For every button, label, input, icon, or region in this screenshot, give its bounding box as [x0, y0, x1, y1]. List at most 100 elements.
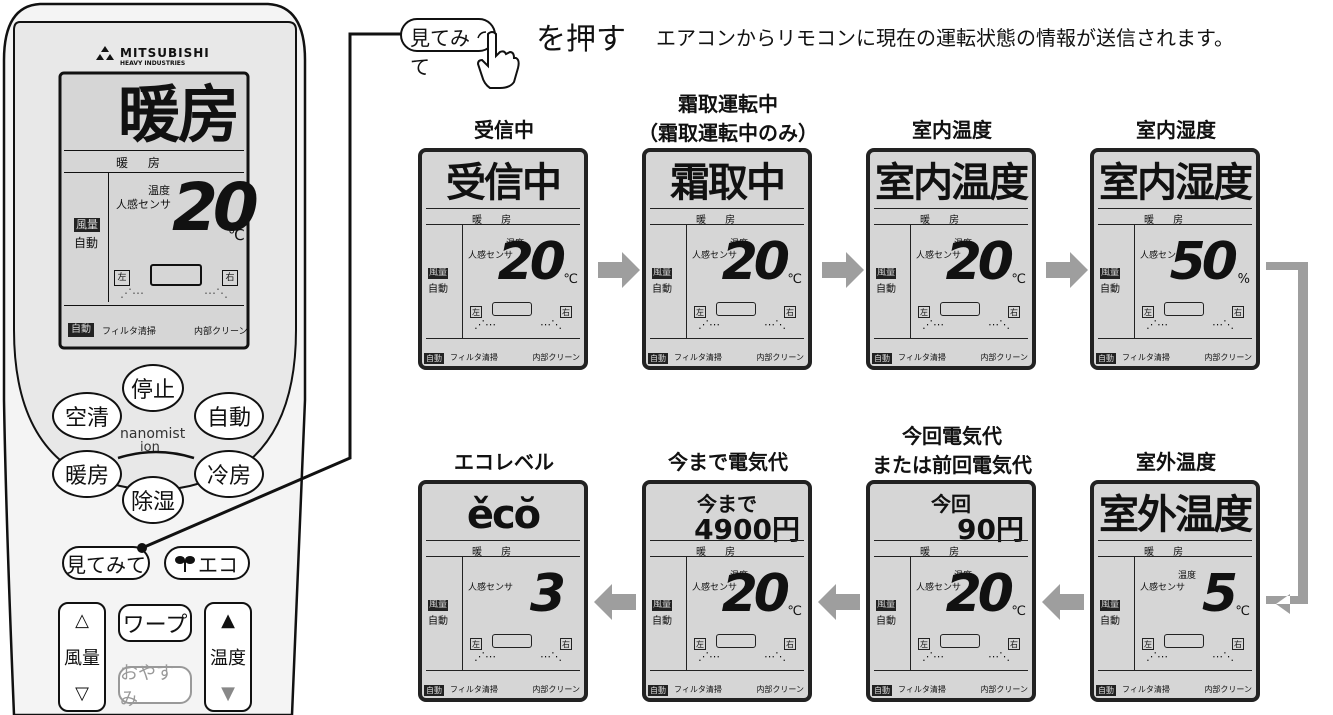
panel-right: 右 — [560, 306, 572, 318]
air-clean-button[interactable]: 空清 — [52, 392, 122, 440]
panel-filter: フィルタ清掃 — [674, 353, 722, 362]
remote-display-mode-big: 暖房 — [117, 78, 240, 151]
panel-left: 左 — [918, 638, 930, 650]
panel-divider — [426, 338, 580, 339]
dry-button[interactable]: 除湿 — [122, 476, 184, 524]
panel-fan-mode: 自動 — [876, 616, 896, 627]
panel-divider — [426, 208, 580, 209]
panel-vline — [686, 556, 687, 671]
panel-clean: 内部クリーン — [1204, 685, 1252, 694]
fan-label: 風量 — [64, 648, 100, 669]
panel-clean: 内部クリーン — [532, 685, 580, 694]
panel-clean: 内部クリーン — [756, 353, 804, 362]
panel-vline — [1134, 224, 1135, 339]
auto-button[interactable]: 自動 — [194, 392, 264, 440]
panel-divider — [1098, 556, 1252, 557]
panel-value: 20 — [721, 232, 790, 292]
panel-fan: 風量 — [876, 600, 896, 611]
airflow-left-icon: ⋰⋯ — [698, 650, 720, 663]
remote-display-divider-3 — [64, 305, 244, 306]
temp-button[interactable]: ▲ 温度 ▼ — [204, 602, 252, 712]
panel-mode: 暖 房 — [696, 215, 744, 226]
panel-clean: 内部クリーン — [1204, 353, 1252, 362]
panel-mode: 暖 房 — [472, 215, 520, 226]
arrow-left-1 — [1042, 584, 1084, 620]
panel-auto: 自動 — [424, 353, 444, 364]
airflow-left-icon: ⋰⋯ — [698, 318, 720, 331]
panel-fan: 風量 — [428, 268, 448, 279]
panel-auto: 自動 — [424, 685, 444, 696]
panel-clean: 内部クリーン — [980, 353, 1028, 362]
sleep-button[interactable]: おやすみ — [118, 663, 192, 710]
panel-divider — [650, 670, 804, 671]
fan-up-icon: △ — [75, 610, 89, 631]
warp-button[interactable]: ワープ — [118, 604, 192, 642]
panel-sensor: 人感センサ — [916, 251, 962, 261]
panel-right: 右 — [784, 638, 796, 650]
cool-button[interactable]: 冷房 — [194, 450, 264, 498]
airflow-right-icon: ⋯⋱ — [988, 650, 1010, 663]
arrow-left-3 — [594, 584, 636, 620]
panel-mode: 暖 房 — [1144, 547, 1192, 558]
panel-fan-mode: 自動 — [652, 284, 672, 295]
panel-title: 今回電気代または前回電気代 — [852, 420, 1052, 478]
panel-clean: 内部クリーン — [756, 685, 804, 694]
panel-title-line1: 今回電気代 — [902, 424, 1002, 448]
panel-flap — [1164, 634, 1204, 648]
panel-fan: 風量 — [876, 268, 896, 279]
panel-value: 20 — [945, 232, 1014, 292]
panel-title-line1: 室内湿度 — [1136, 118, 1216, 142]
mitemite-button[interactable]: 見てみて — [62, 546, 150, 580]
panel-divider — [426, 224, 580, 225]
eco-button[interactable]: エコ — [164, 546, 250, 580]
arrow-right-1 — [598, 252, 640, 288]
airflow-left-icon: ⋰⋯ — [922, 318, 944, 331]
panel-title: 室内湿度 — [1076, 114, 1276, 143]
panel-title-line1: 霜取運転中 — [678, 92, 778, 116]
remote-display-clean: 内部クリーン — [194, 327, 248, 337]
brand-name: MITSUBISHI — [120, 46, 210, 60]
panel-big-line1: 今まで — [697, 492, 757, 516]
nanomist-swoosh-icon — [117, 450, 195, 460]
remote-display-auto: 自動 — [68, 323, 94, 337]
airflow-right-icon: ⋯⋱ — [988, 318, 1010, 331]
remote-display-vline — [108, 172, 109, 302]
fan-button[interactable]: △ 風量 ▽ — [58, 602, 106, 712]
panel-divider — [650, 208, 804, 209]
panel-divider — [650, 556, 804, 557]
panel-fan-mode: 自動 — [428, 284, 448, 295]
panel-left: 左 — [1142, 306, 1154, 318]
panel-auto: 自動 — [872, 353, 892, 364]
heat-button[interactable]: 暖房 — [52, 450, 122, 498]
panel-temp-label: 温度 — [954, 239, 973, 249]
remote-display-airflow-left-icon: ⋰⋯ — [120, 286, 144, 300]
panel-auto: 自動 — [1096, 353, 1116, 364]
panel-flap — [1164, 302, 1204, 316]
panel-title-line2: または前回電気代 — [872, 453, 1032, 477]
stop-button[interactable]: 停止 — [122, 364, 184, 412]
panel-title-line1: 室内温度 — [912, 118, 992, 142]
panel-fan-mode: 自動 — [1100, 616, 1120, 627]
leaf-icon — [174, 552, 196, 579]
panel-divider — [426, 540, 580, 541]
remote-display-filter: フィルタ清掃 — [102, 327, 156, 337]
panel-title: エコレベル — [404, 446, 604, 475]
remote-display-value: 20 — [172, 169, 259, 246]
panel-fan-mode: 自動 — [876, 284, 896, 295]
panel-flap — [492, 634, 532, 648]
temp-label: 温度 — [210, 648, 246, 669]
panel-divider — [874, 208, 1028, 209]
panel-temp-label: 温度 — [730, 571, 749, 581]
panel-divider — [874, 670, 1028, 671]
panel-sensor: 人感センサ — [692, 583, 738, 593]
arrow-right-2 — [822, 252, 864, 288]
panel-left: 左 — [470, 306, 482, 318]
panel-flap — [716, 302, 756, 316]
panel-filter: フィルタ清掃 — [898, 685, 946, 694]
nanomist-label: nanomist — [120, 426, 186, 442]
panel-divider — [650, 224, 804, 225]
